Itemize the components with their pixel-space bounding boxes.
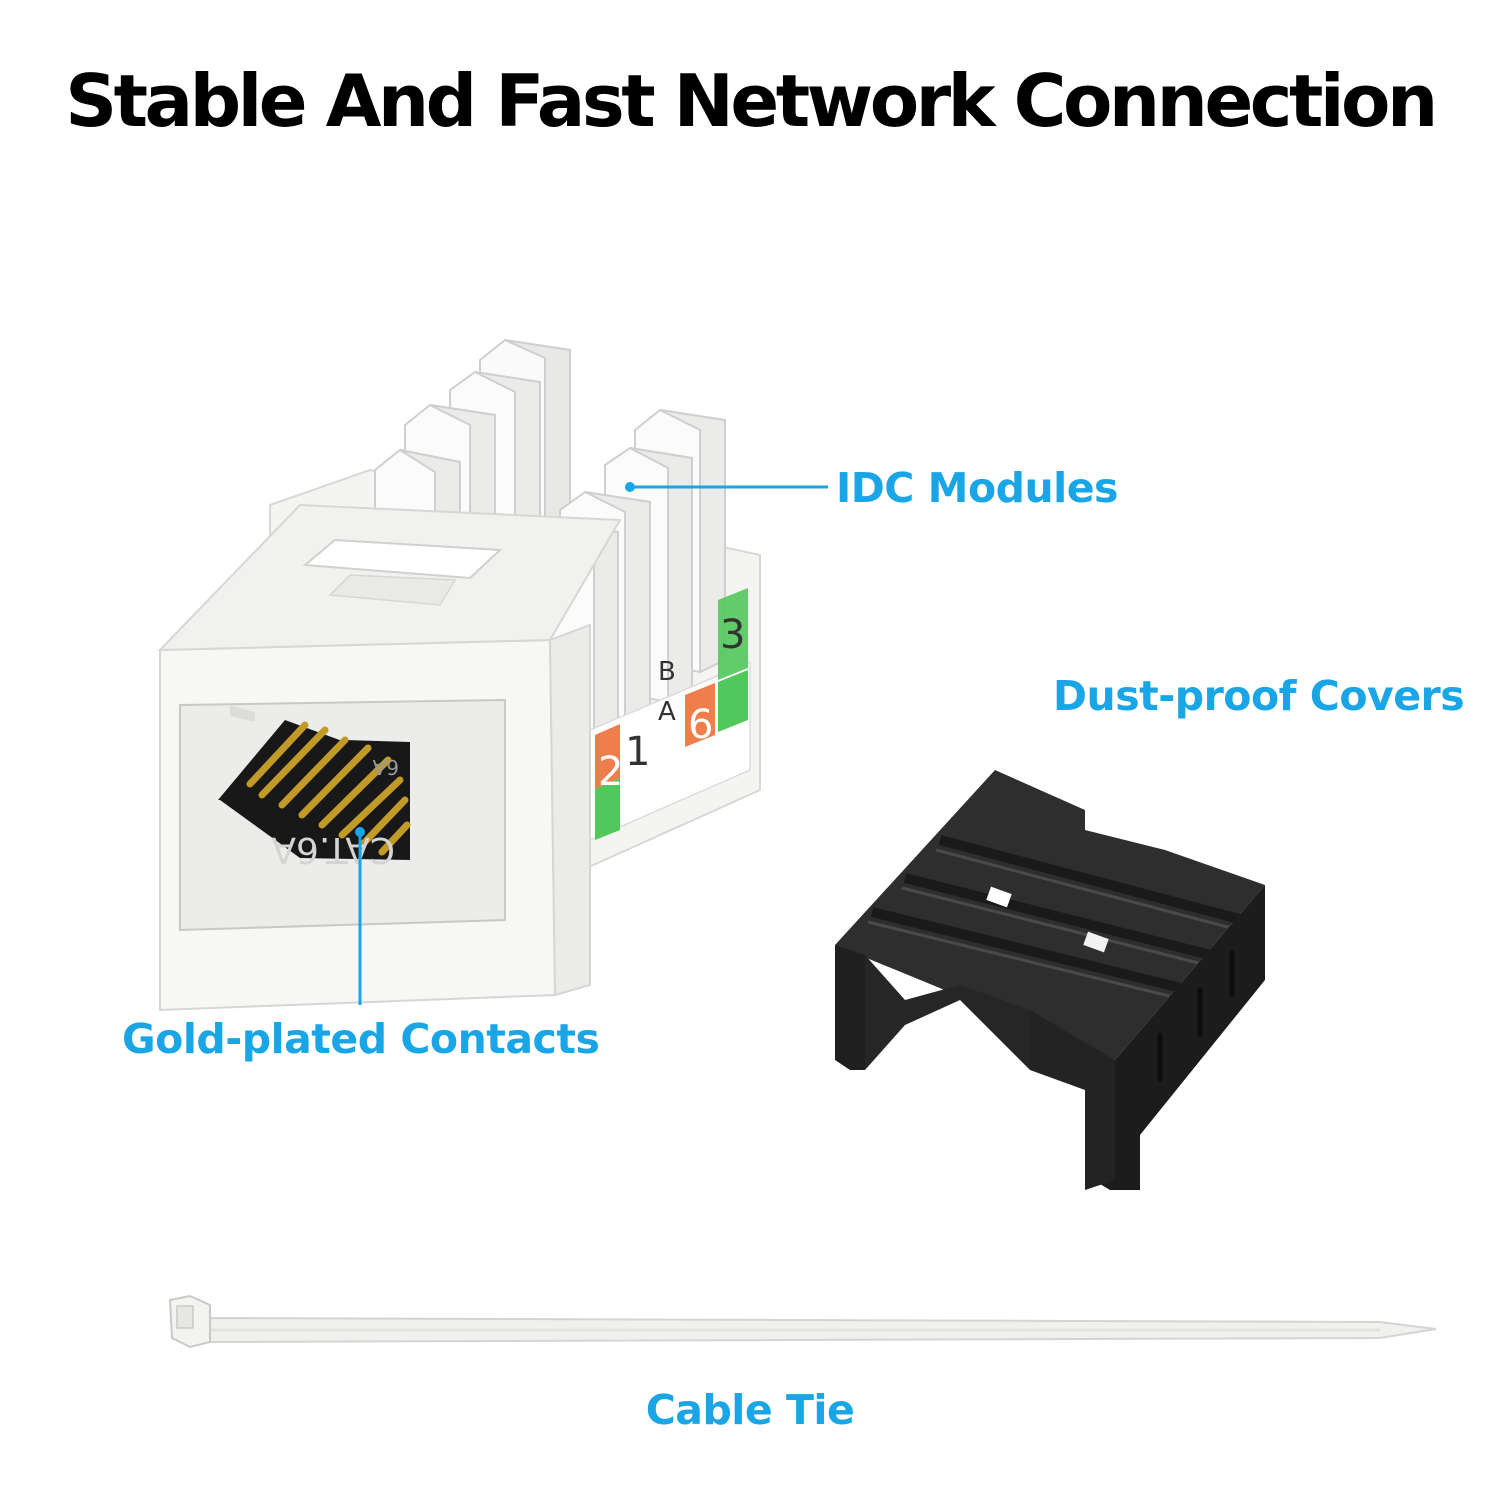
- idc-modules-label: IDC Modules: [836, 464, 1118, 512]
- letter-a-marking: A: [658, 697, 676, 727]
- dust-proof-covers-label: Dust-proof Covers: [1053, 672, 1465, 720]
- gold-plated-contacts-label: Gold-plated Contacts: [122, 1015, 600, 1063]
- gold-contacts: [246, 721, 411, 856]
- rj45-port: [179, 698, 506, 932]
- cable-tie-label: Cable Tie: [645, 1386, 855, 1434]
- pin-2-marking: 2: [598, 749, 623, 795]
- gold-callout-dot: [355, 827, 365, 837]
- pin-3-marking: 3: [720, 612, 745, 658]
- face-cat-marking: CAT.6A: [271, 829, 395, 870]
- dust-proof-cover: [835, 770, 1265, 1190]
- cable-tie: [168, 1294, 1437, 1349]
- wiring-label: [589, 588, 751, 842]
- keystone-jack: [157, 338, 761, 1012]
- pin-6-marking: 6: [688, 702, 713, 748]
- headline: Stable And Fast Network Connection: [65, 59, 1438, 143]
- callout-lines: [358, 485, 828, 1005]
- letter-b-marking: B: [658, 657, 676, 687]
- face-code-marking: 6A: [372, 755, 399, 779]
- idc-callout-dot: [625, 482, 635, 492]
- pin-1-marking: 1: [625, 729, 650, 775]
